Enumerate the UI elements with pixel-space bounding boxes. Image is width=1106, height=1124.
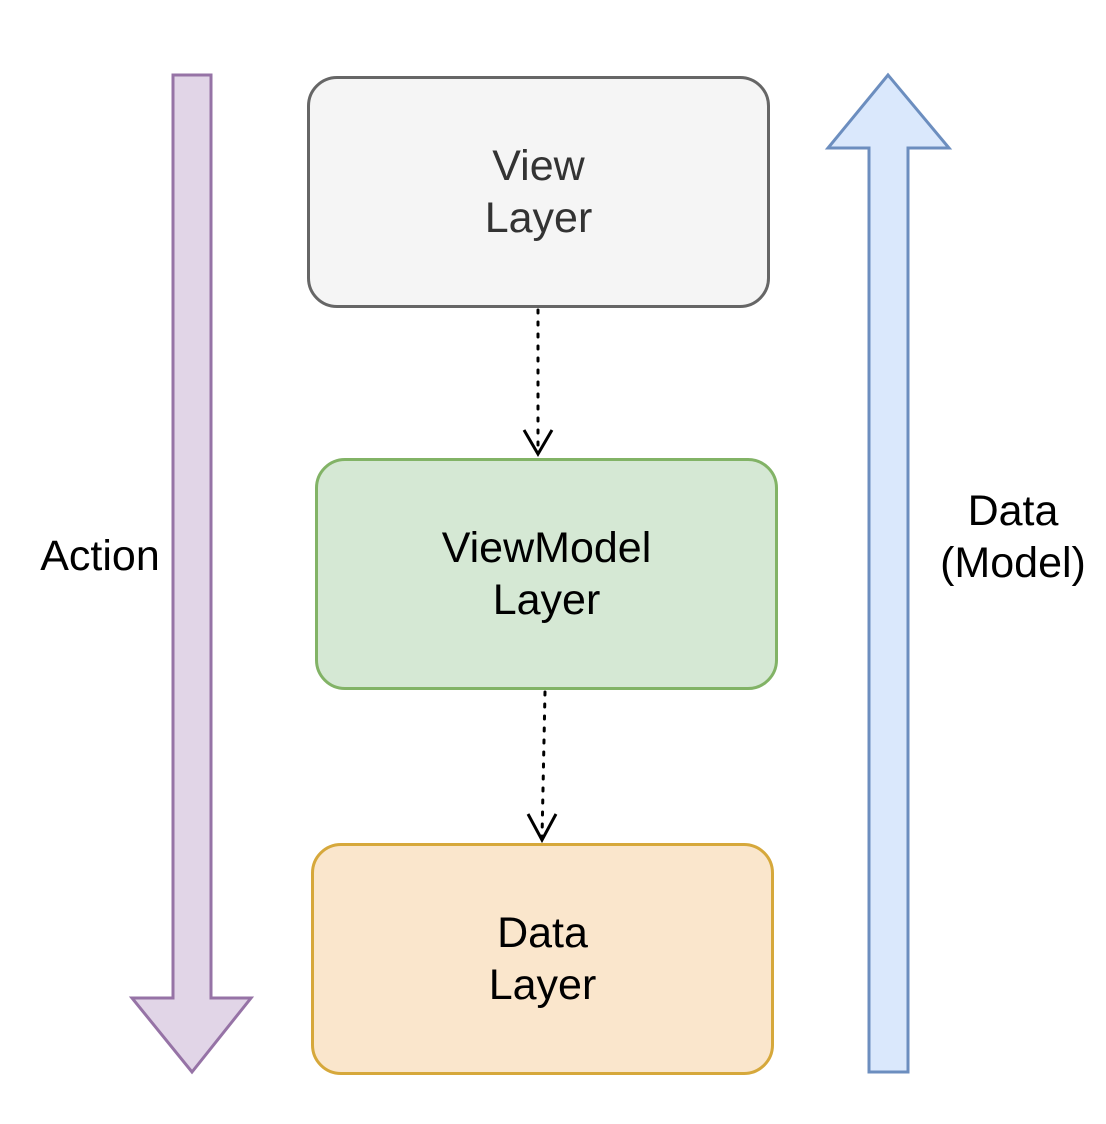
data-flow-label: Data (Model) [920,485,1106,589]
viewmodel-layer-label-line1: ViewModel [441,524,652,572]
view-layer-label-line1: View [492,142,585,190]
data-layer-label-line1: Data [497,909,588,957]
edge-view-to-viewmodel-arrowhead [522,429,554,457]
edge-viewmodel-to-data-arrowhead [526,813,558,844]
action-flow-label: Action [20,530,180,582]
data-layer-label-line2: Layer [488,961,597,1009]
data-label-line1: Data [967,487,1059,535]
data-flow-arrow [824,72,953,1074]
viewmodel-layer-node: ViewModel Layer [315,458,778,690]
view-layer-node: View Layer [307,76,770,308]
action-flow-arrow [128,73,255,1075]
data-layer-node: Data Layer [311,843,774,1075]
action-label-text: Action [40,532,160,580]
data-label-line2: (Model) [940,539,1086,587]
viewmodel-layer-label-line2: Layer [492,576,601,624]
view-layer-label-line2: Layer [484,194,593,242]
edge-viewmodel-to-data [540,690,547,840]
